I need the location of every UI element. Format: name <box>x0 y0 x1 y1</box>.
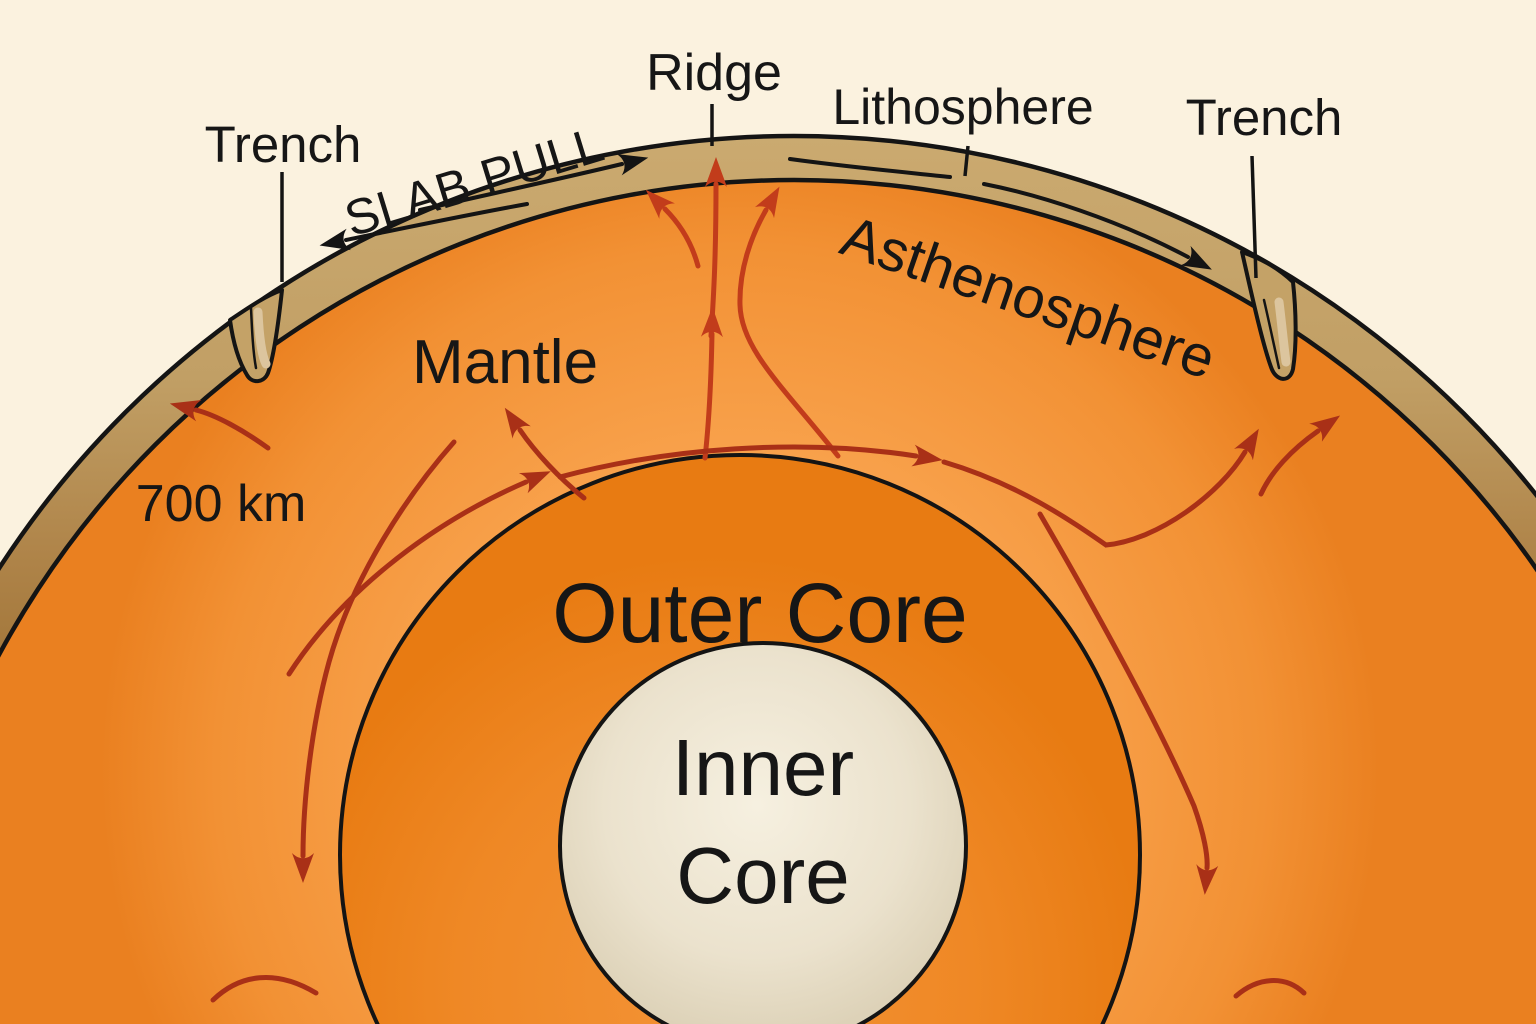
label-depth-700km: 700 km <box>136 475 307 533</box>
ridge-feed-from-right-icon <box>737 186 841 459</box>
plate-seam-right-upper-icon <box>788 157 952 179</box>
plate-motion-arrows <box>319 154 1212 270</box>
subducting-slab-right-seam <box>1262 298 1281 370</box>
cmb-flow-top-segment-icon <box>557 444 943 480</box>
label-lithosphere: Lithosphere <box>832 79 1093 135</box>
cmb-flow-to-right-slab-tip-icon <box>941 428 1259 548</box>
cmb-flow-left-segment-icon <box>286 471 551 677</box>
plate-arrow-left-toward-trench-icon <box>319 202 529 251</box>
inner-core <box>558 641 968 1024</box>
subducting-slab-left-seam <box>249 306 258 370</box>
label-inner-core-1: Inner <box>672 723 854 812</box>
right-downwelling-icon <box>1037 511 1219 895</box>
label-trench-right: Trench <box>1186 89 1343 146</box>
ridge-upwelling-lower-icon <box>700 307 723 461</box>
plate-arrow-right-toward-trench-icon <box>982 182 1212 270</box>
label-ridge: Ridge <box>646 44 782 102</box>
left-downwelling-hook-icon <box>210 974 319 1003</box>
label-mantle: Mantle <box>412 328 598 397</box>
subducting-slab-left-highlight <box>253 307 271 369</box>
pointer-trench-right <box>1250 155 1258 279</box>
pointer-lithosphere <box>963 145 970 177</box>
label-outer-core: Outer Core <box>552 566 968 660</box>
subducting-slab-right-highlight <box>1274 297 1291 367</box>
label-inner-core-2: Core <box>676 831 849 920</box>
left-slab-return-inner-icon <box>504 407 587 501</box>
left-slab-return-outer-icon <box>169 400 271 451</box>
plate-arrow-left-toward-ridge-icon <box>418 154 649 212</box>
ridge-diverge-left-icon <box>645 189 701 269</box>
label-pointer-lines <box>280 104 1258 282</box>
right-slab-deflect-up-icon <box>1258 415 1341 497</box>
convection-arrows <box>169 157 1341 1003</box>
left-downwelling-icon <box>292 439 457 883</box>
subducting-slabs <box>228 250 1298 384</box>
right-downwelling-hook-icon <box>1233 978 1307 999</box>
label-trench-left: Trench <box>205 116 362 173</box>
